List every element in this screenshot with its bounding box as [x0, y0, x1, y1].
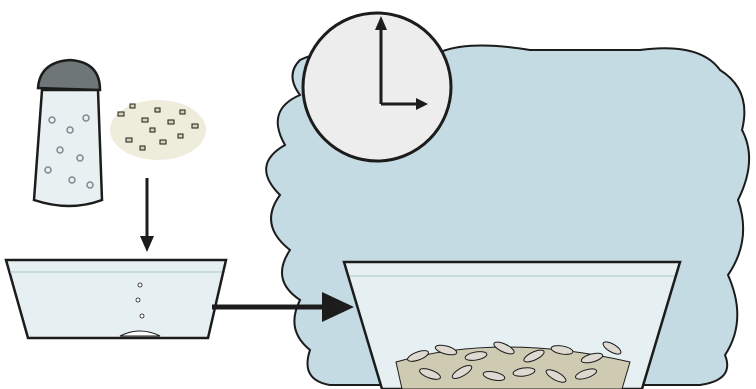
salt-pile-icon: [110, 100, 206, 160]
small-glass-bowl-icon: [4, 258, 228, 340]
salt-shaker-icon: [32, 58, 104, 208]
soaked-seeds-icon: [395, 341, 631, 389]
down-arrow-icon: [140, 178, 154, 252]
right-arrow-icon: [212, 292, 354, 322]
clock-icon: [301, 11, 453, 163]
